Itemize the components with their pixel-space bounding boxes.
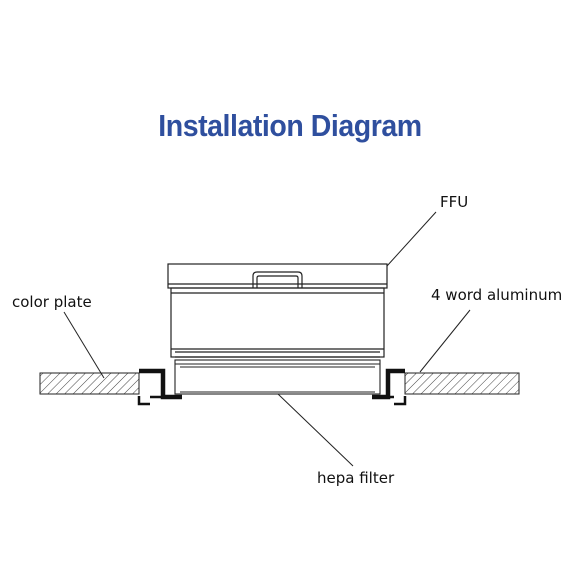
aluminum-label: 4 word aluminum (431, 286, 563, 304)
color-plate-leader (63, 311, 105, 379)
right-aluminum-profile (372, 368, 407, 406)
hepa-filter (174, 359, 381, 395)
aluminum-leader (419, 309, 471, 373)
left-color-plate (39, 372, 140, 395)
ffu-label: FFU (440, 193, 469, 211)
diagram-title: Installation Diagram (158, 108, 422, 143)
handle-icon (252, 271, 303, 288)
ffu-leader (386, 211, 437, 267)
left-aluminum-profile (137, 368, 182, 406)
hepa-leader (277, 393, 354, 467)
hepa-filter-label: hepa filter (317, 469, 395, 487)
color-plate-label: color plate (12, 293, 92, 311)
ffu-housing (167, 263, 388, 358)
right-color-plate (404, 372, 520, 395)
